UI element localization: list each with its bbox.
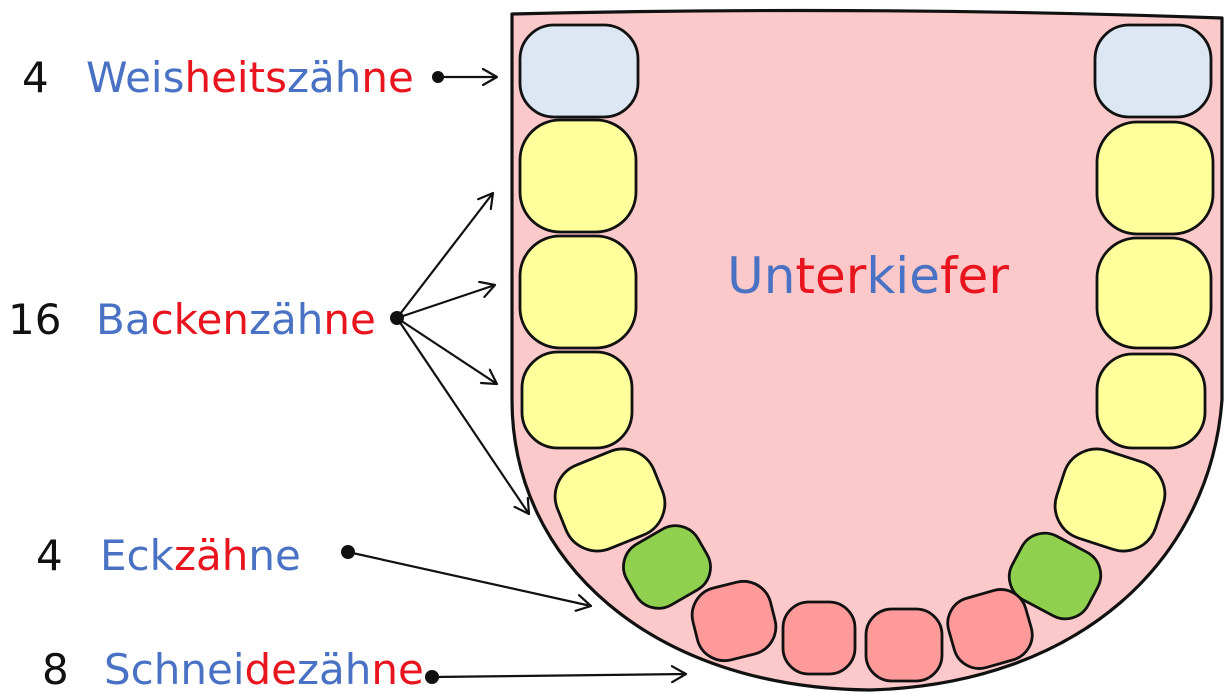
- incisor-left-1: [690, 579, 778, 663]
- text-segment: de: [245, 645, 298, 694]
- molar-right-2: [1095, 236, 1213, 350]
- molars-label: Backenzähne: [96, 295, 376, 344]
- teeth-left: [518, 23, 857, 676]
- wisdom-tooth-right: [1093, 23, 1213, 119]
- canines-label: Eckzähne: [100, 531, 301, 580]
- arrow-molars-4: [396, 317, 529, 514]
- molar-right-1: [1095, 120, 1215, 236]
- arrow-molars-1: [396, 193, 493, 319]
- wisdom-tooth-left: [518, 23, 640, 119]
- text-segment: zäh: [297, 645, 371, 694]
- incisors-count: 8: [42, 645, 69, 694]
- jaw-title: Unterkiefer: [727, 247, 1009, 305]
- text-segment: ne: [323, 295, 375, 344]
- text-segment: zäh: [287, 53, 361, 102]
- molar-right-4: [1053, 447, 1167, 553]
- jaw-outline: [510, 8, 1224, 692]
- arrow-incisors: [431, 674, 686, 677]
- molar-left-2: [518, 234, 638, 350]
- text-segment: heits: [184, 53, 286, 102]
- teeth-right: [864, 23, 1215, 683]
- canines-count: 4: [36, 531, 63, 580]
- pointer-molars: [390, 193, 529, 514]
- molar-left-3: [520, 350, 634, 450]
- incisor-left-2: [781, 600, 857, 676]
- incisor-right-2: [864, 607, 944, 683]
- text-segment: kie: [866, 247, 940, 305]
- molars-count: 16: [8, 295, 61, 344]
- text-segment: ne: [361, 53, 413, 102]
- arrow-molars-3: [396, 317, 497, 384]
- text-segment: ne: [371, 645, 423, 694]
- text-segment: fer: [940, 247, 1009, 305]
- pointer-wisdom: [432, 71, 497, 83]
- incisors-label: Schneidezähne: [104, 645, 424, 694]
- pointer-incisors: [425, 670, 686, 684]
- canine-left: [622, 524, 712, 610]
- text-segment: Eck: [100, 531, 175, 580]
- molar-right-3: [1095, 352, 1207, 450]
- canine-right: [1007, 531, 1103, 621]
- text-segment: Un: [727, 247, 795, 305]
- incisor-right-1: [946, 588, 1034, 670]
- pointer-canines: [341, 545, 591, 606]
- text-segment: zäh: [174, 531, 248, 580]
- arrow-canines: [347, 550, 591, 606]
- wisdom-count: 4: [22, 53, 49, 102]
- wisdom-teeth-label: Weisheitszähne: [86, 53, 414, 102]
- text-segment: cken: [151, 295, 249, 344]
- text-segment: ter: [795, 247, 866, 305]
- arrow-molars-2: [396, 285, 495, 320]
- text-segment: Weis: [86, 53, 184, 102]
- text-segment: ne: [248, 531, 300, 580]
- molar-left-4: [553, 447, 667, 553]
- molar-left-1: [518, 118, 638, 234]
- text-segment: zäh: [249, 295, 323, 344]
- text-segment: Ba: [96, 295, 151, 344]
- text-segment: Schnei: [104, 645, 245, 694]
- jaw-fill: [512, 10, 1222, 690]
